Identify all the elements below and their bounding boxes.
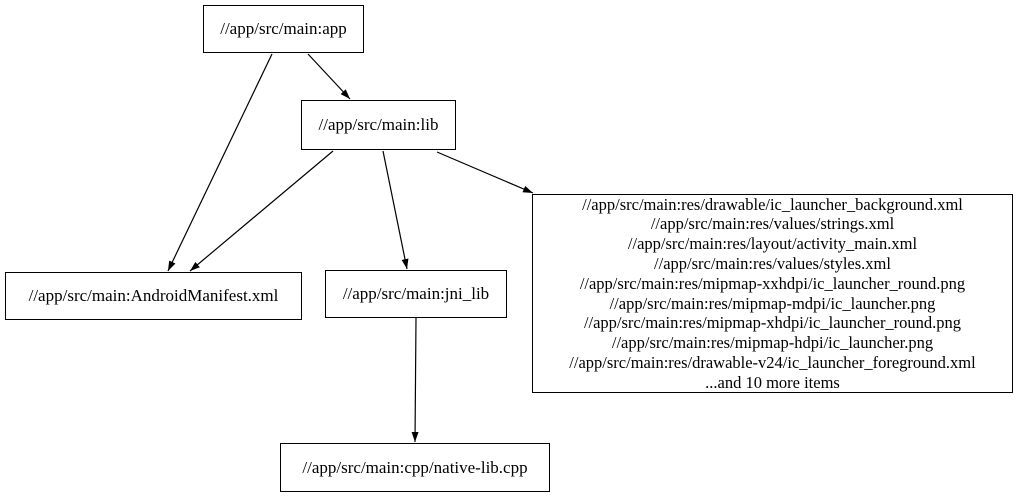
resource-item: //app/src/main:res/mipmap-xhdpi/ic_launc… <box>583 313 962 333</box>
edge-lib-to-resources <box>436 151 534 194</box>
resource-item: //app/src/main:res/values/strings.xml <box>650 214 895 234</box>
edge-app-to-lib <box>307 53 351 100</box>
node-jni-lib: //app/src/main:jni_lib <box>325 270 507 318</box>
edge-lib-to-jni-lib <box>382 150 409 270</box>
resource-items-overflow: ...and 10 more items <box>705 372 840 392</box>
edge-app-to-manifest <box>167 53 273 272</box>
edge-jni-lib-to-native-lib <box>411 317 419 443</box>
node-jni-lib-label: //app/src/main:jni_lib <box>342 284 490 303</box>
resource-item: //app/src/main:res/mipmap-mdpi/ic_launch… <box>609 293 936 313</box>
resource-item: //app/src/main:res/values/styles.xml <box>654 253 891 273</box>
node-android-manifest-label: //app/src/main:AndroidManifest.xml <box>28 286 279 305</box>
node-lib-target: //app/src/main:lib <box>301 100 456 150</box>
resource-item: //app/src/main:res/mipmap-hdpi/ic_launch… <box>611 333 934 353</box>
resource-item: //app/src/main:res/drawable/ic_launcher_… <box>582 194 963 214</box>
node-app-target: //app/src/main:app <box>203 5 364 53</box>
resource-item: //app/src/main:res/layout/activity_main.… <box>627 234 918 254</box>
node-android-manifest: //app/src/main:AndroidManifest.xml <box>5 272 302 320</box>
node-app-label: //app/src/main:app <box>220 19 347 38</box>
node-lib-label: //app/src/main:lib <box>318 115 439 134</box>
edge-lib-to-manifest <box>189 150 334 272</box>
resource-item: //app/src/main:res/drawable-v24/ic_launc… <box>569 352 976 372</box>
node-resources-group: //app/src/main:res/drawable/ic_launcher_… <box>532 194 1013 393</box>
node-native-lib-cpp: //app/src/main:cpp/native-lib.cpp <box>280 443 550 492</box>
node-native-lib-cpp-label: //app/src/main:cpp/native-lib.cpp <box>302 457 528 477</box>
resource-item: //app/src/main:res/mipmap-xxhdpi/ic_laun… <box>579 273 966 293</box>
